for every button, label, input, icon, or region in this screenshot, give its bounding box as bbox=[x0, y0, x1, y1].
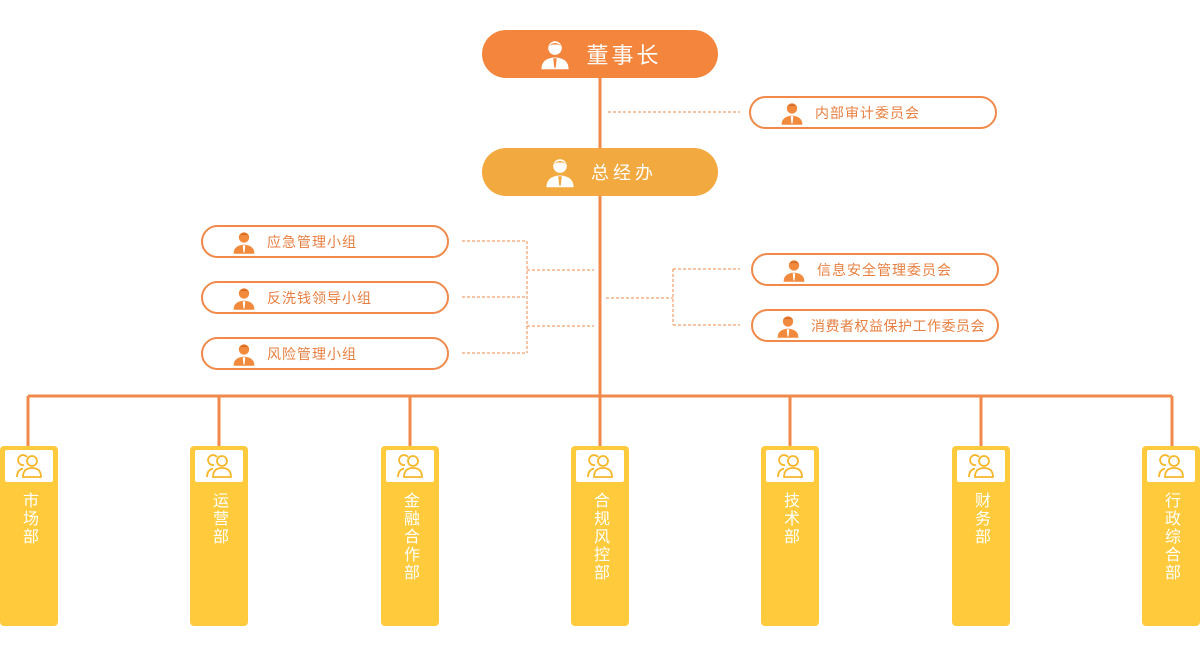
audit-committee-label: 内部审计委员会 bbox=[815, 105, 920, 122]
group-icon bbox=[968, 454, 994, 478]
person-icon bbox=[233, 231, 255, 254]
group-icon bbox=[397, 454, 423, 478]
dept-label: 合规风控部 bbox=[591, 492, 610, 582]
dept-market[interactable]: 市场部 bbox=[0, 446, 58, 626]
dept-label: 金融合作部 bbox=[401, 492, 420, 582]
left-group-label: 应急管理小组 bbox=[267, 234, 357, 251]
icon-box bbox=[766, 450, 814, 482]
person-icon bbox=[541, 41, 570, 70]
icon-box bbox=[195, 450, 243, 482]
person-icon bbox=[781, 102, 803, 125]
dept-finance-coop[interactable]: 金融合作部 bbox=[381, 446, 439, 626]
dept-label: 行政综合部 bbox=[1162, 492, 1181, 582]
dept-label: 财务部 bbox=[972, 492, 991, 546]
right-committee-label: 消费者权益保护工作委员会 bbox=[811, 318, 985, 335]
person-icon bbox=[233, 287, 255, 310]
group-icon bbox=[206, 454, 232, 478]
dept-compliance[interactable]: 合规风控部 bbox=[571, 446, 629, 626]
icon-box bbox=[1147, 450, 1195, 482]
right-committee-consumer[interactable]: 消费者权益保护工作委员会 bbox=[751, 309, 999, 342]
audit-committee-box[interactable]: 内部审计委员会 bbox=[749, 96, 997, 129]
person-icon bbox=[777, 315, 799, 338]
icon-box bbox=[576, 450, 624, 482]
gm-office-box[interactable]: 总经办 bbox=[482, 148, 718, 196]
group-icon bbox=[777, 454, 803, 478]
dept-admin[interactable]: 行政综合部 bbox=[1142, 446, 1200, 626]
person-icon bbox=[233, 343, 255, 366]
left-group-label: 反洗钱领导小组 bbox=[267, 290, 372, 307]
left-group-emergency[interactable]: 应急管理小组 bbox=[201, 225, 449, 258]
dept-tech[interactable]: 技术部 bbox=[761, 446, 819, 626]
chairman-box[interactable]: 董事长 bbox=[482, 30, 718, 78]
person-icon bbox=[546, 159, 574, 188]
dept-operations[interactable]: 运营部 bbox=[190, 446, 248, 626]
icon-box bbox=[386, 450, 434, 482]
right-committee-infosec[interactable]: 信息安全管理委员会 bbox=[751, 253, 999, 286]
right-committee-label: 信息安全管理委员会 bbox=[817, 262, 952, 279]
left-group-label: 风险管理小组 bbox=[267, 346, 357, 363]
dept-label: 市场部 bbox=[20, 492, 39, 546]
chairman-label: 董事长 bbox=[586, 44, 662, 69]
person-icon bbox=[783, 259, 805, 282]
group-icon bbox=[16, 454, 42, 478]
left-group-aml[interactable]: 反洗钱领导小组 bbox=[201, 281, 449, 314]
group-icon bbox=[587, 454, 613, 478]
dept-finance[interactable]: 财务部 bbox=[952, 446, 1010, 626]
dept-label: 运营部 bbox=[210, 492, 229, 546]
gm-office-label: 总经办 bbox=[591, 163, 657, 184]
left-group-risk[interactable]: 风险管理小组 bbox=[201, 337, 449, 370]
icon-box bbox=[957, 450, 1005, 482]
dept-label: 技术部 bbox=[781, 492, 800, 546]
group-icon bbox=[1158, 454, 1184, 478]
icon-box bbox=[5, 450, 53, 482]
